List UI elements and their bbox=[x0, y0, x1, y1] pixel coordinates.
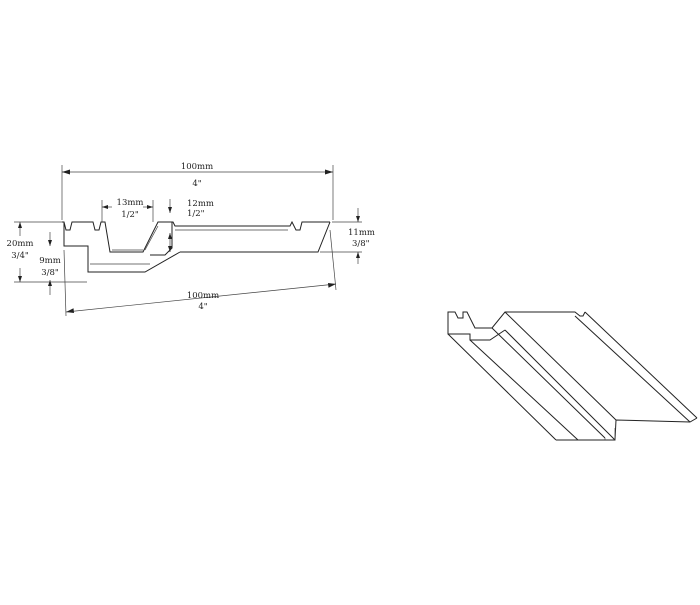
dim-bottom-metric: 100mm bbox=[187, 291, 219, 301]
profile-section bbox=[62, 220, 331, 273]
dim-top-metric: 100mm bbox=[181, 162, 213, 172]
dim-bottom-imperial: 4" bbox=[198, 302, 207, 312]
dim-edge-thickness: 11mm 3/8" bbox=[320, 208, 375, 264]
profile-groove-bottom bbox=[150, 222, 173, 256]
profile-top-edge bbox=[62, 220, 330, 253]
dim-groove-depth-imperial: 1/2" bbox=[187, 209, 205, 219]
dim-rebate-height: 9mm 3/8" bbox=[39, 232, 61, 295]
dim-overall-bottom: 100mm 4" bbox=[63, 229, 337, 317]
dim-groove-width: 13mm 1/2" bbox=[101, 198, 154, 222]
dim-edge-imperial: 3/8" bbox=[352, 239, 370, 249]
dim-groove-width-imperial: 1/2" bbox=[121, 210, 139, 220]
dim-thickness-metric: 20mm bbox=[7, 239, 34, 249]
dim-top-imperial: 4" bbox=[192, 179, 201, 189]
dim-groove-depth: 12mm 1/2" bbox=[168, 199, 214, 252]
dim-thickness-imperial: 3/4" bbox=[11, 251, 29, 261]
profile-right-end bbox=[180, 221, 331, 253]
dim-groove-width-metric: 13mm bbox=[117, 198, 144, 208]
dim-edge-metric: 11mm bbox=[348, 228, 375, 238]
dim-groove-depth-metric: 12mm bbox=[187, 199, 214, 209]
profile-rebate bbox=[63, 222, 181, 273]
dim-rebate-imperial: 3/8" bbox=[41, 268, 59, 278]
isometric-view bbox=[447, 311, 698, 441]
dim-rebate-metric: 9mm bbox=[39, 256, 61, 266]
dim-overall-top: 100mm 4" bbox=[61, 162, 334, 220]
